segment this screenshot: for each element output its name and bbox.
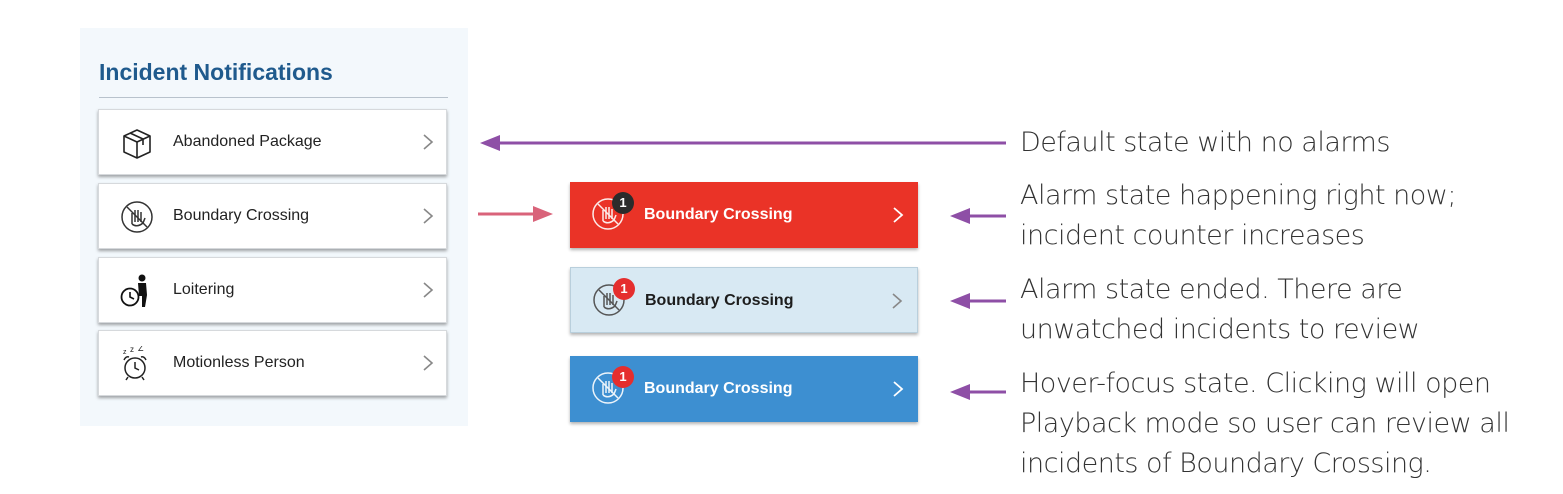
no-hand-icon: [593, 284, 625, 316]
chevron-right-icon: [423, 134, 434, 150]
state-label: Boundary Crossing: [644, 380, 793, 397]
incident-count-badge: 1: [613, 278, 635, 300]
svg-text:Z: Z: [138, 346, 144, 353]
chevron-right-icon: [423, 208, 434, 224]
svg-text:z: z: [123, 349, 127, 356]
chevron-right-icon: [423, 282, 434, 298]
note-line: Alarm state happening right now;: [1020, 180, 1456, 211]
item-label: Loitering: [173, 281, 235, 298]
note-default-state: Default state with no alarms: [1020, 123, 1390, 163]
note-line: Hover-focus state. Clicking will open: [1020, 368, 1491, 399]
notification-item-abandoned-package[interactable]: Abandoned Package: [98, 109, 447, 175]
boundary-crossing-alarm-active[interactable]: 1 Boundary Crossing: [570, 182, 918, 248]
note-line: incident counter increases: [1020, 220, 1365, 251]
loitering-clock-icon: [120, 274, 147, 307]
note-line: Playback mode so user can review all: [1020, 408, 1510, 439]
arrow-transition: [478, 206, 553, 222]
incident-notifications-panel: Incident Notifications Abandoned Package…: [80, 28, 468, 426]
note-line: unwatched incidents to review: [1020, 314, 1420, 345]
chevron-right-icon: [423, 355, 434, 371]
note-line: incidents of Boundary Crossing.: [1020, 448, 1432, 479]
arrow-default-state: [480, 135, 1006, 151]
note-ended-state: Alarm state ended. There are unwatched i…: [1020, 270, 1420, 350]
sleeping-alarm-clock-icon: z z Z: [123, 346, 147, 381]
item-label: Boundary Crossing: [173, 207, 310, 224]
svg-text:z: z: [130, 346, 134, 354]
note-line: Default state with no alarms: [1020, 127, 1390, 158]
boundary-crossing-alarm-ended[interactable]: 1 Boundary Crossing: [570, 267, 918, 333]
state-label: Boundary Crossing: [644, 206, 793, 223]
item-label: Motionless Person: [173, 354, 305, 371]
note-line: Alarm state ended. There are: [1020, 274, 1403, 305]
arrow-hover-state: [950, 384, 1006, 400]
incident-count-badge: 1: [612, 366, 634, 388]
item-label: Abandoned Package: [173, 133, 322, 150]
no-hand-icon: [592, 198, 624, 230]
panel-title: Incident Notifications: [99, 59, 333, 85]
no-hand-icon: [592, 372, 624, 404]
notification-item-boundary-crossing[interactable]: Boundary Crossing: [98, 183, 447, 249]
title-divider: [99, 97, 448, 98]
note-hover-state: Hover-focus state. Clicking will open Pl…: [1020, 364, 1510, 484]
notification-item-motionless-person[interactable]: z z Z Motionless Person: [98, 330, 447, 396]
chevron-right-icon: [893, 381, 904, 397]
package-icon: [123, 129, 151, 159]
state-label: Boundary Crossing: [645, 292, 794, 309]
arrow-ended-state: [950, 293, 1006, 309]
chevron-right-icon: [892, 293, 903, 309]
incident-count-badge: 1: [612, 192, 634, 214]
no-hand-icon: [121, 201, 153, 233]
arrow-alarm-state: [950, 208, 1006, 224]
boundary-crossing-hover-focus[interactable]: 1 Boundary Crossing: [570, 356, 918, 422]
note-alarm-state: Alarm state happening right now; inciden…: [1020, 176, 1456, 256]
notification-item-loitering[interactable]: Loitering: [98, 257, 447, 323]
chevron-right-icon: [893, 207, 904, 223]
